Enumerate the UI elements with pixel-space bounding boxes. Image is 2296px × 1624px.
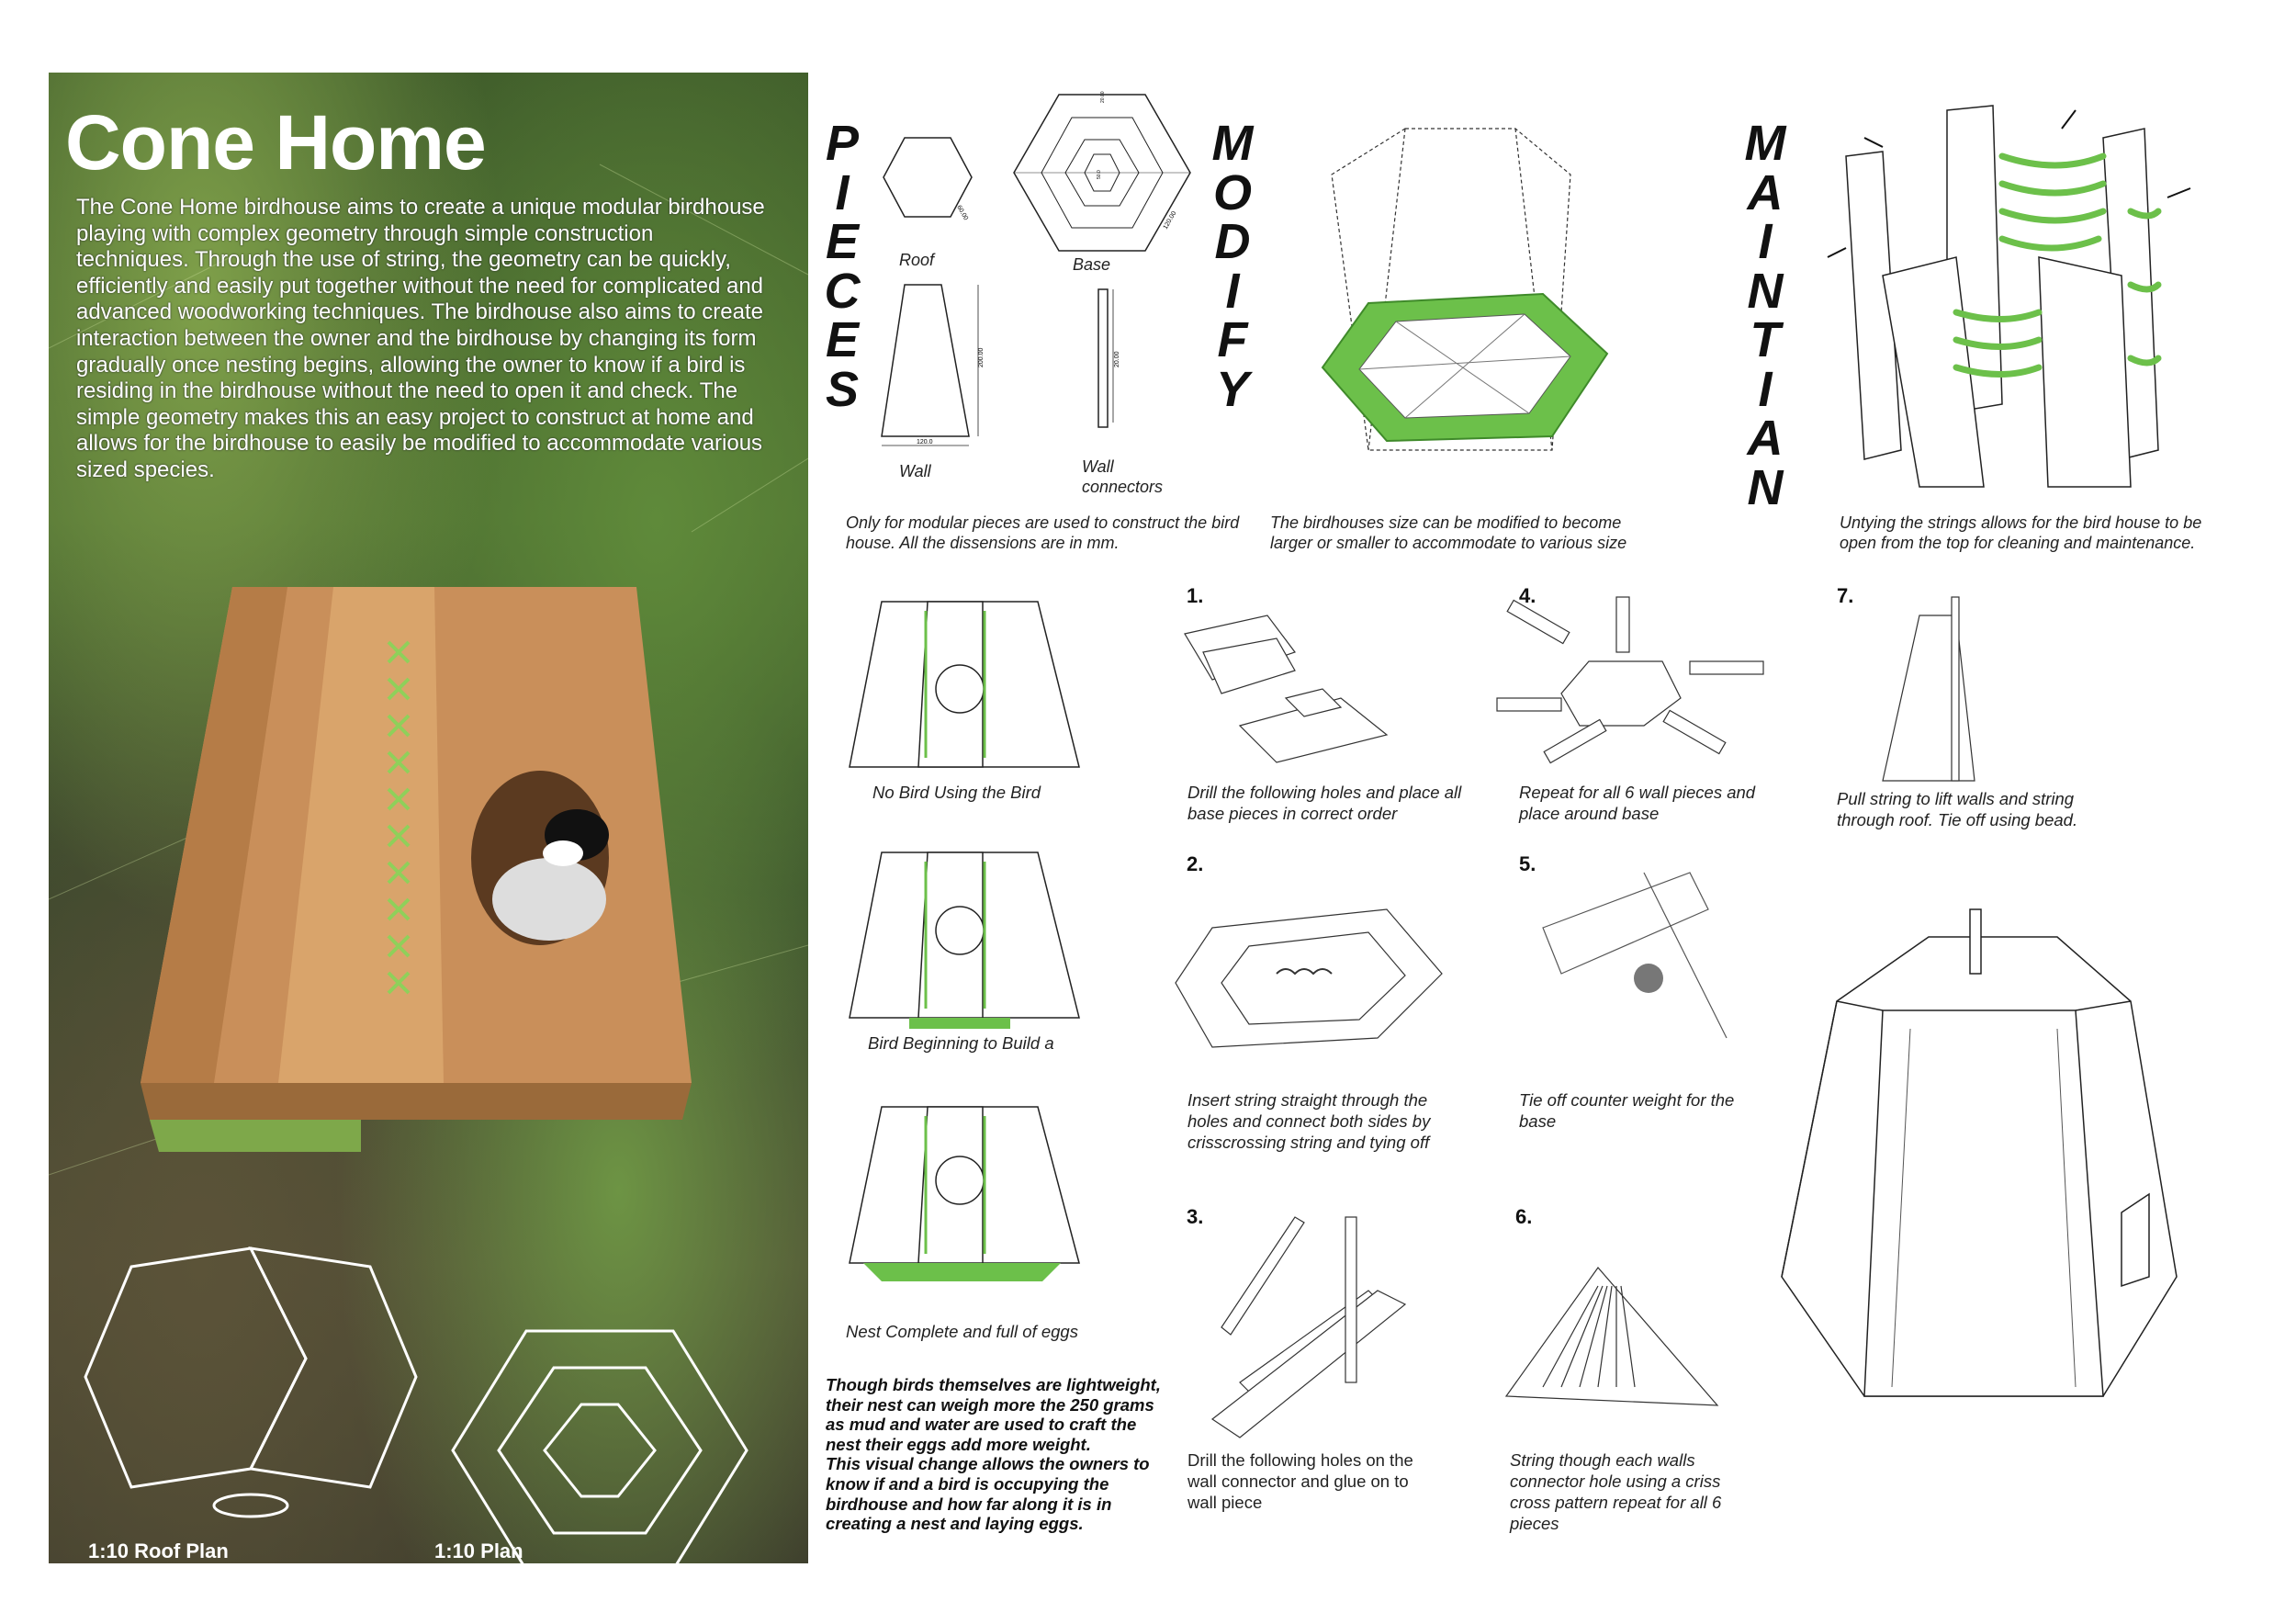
roof-dim: 60.00	[955, 205, 969, 222]
plan-label: 1:10 Plan	[434, 1539, 523, 1562]
nest-stage-3-drawing	[849, 1106, 1080, 1281]
wall-piece	[881, 284, 970, 437]
letter: N	[1747, 263, 1784, 319]
step-2-drawing	[1175, 908, 1443, 1048]
pieces-drawings: 200.00 120.0 60.00 120.00 20.00 50.0 20.…	[881, 91, 1191, 446]
step-caption: String though each walls connector hole …	[1510, 1450, 1722, 1533]
wall-label: Wall	[899, 462, 931, 480]
step-6-drawing	[1504, 1267, 1719, 1406]
step-7-drawing	[1882, 596, 1975, 782]
step-3-drawing	[1210, 1216, 1407, 1438]
step-caption: Insert string straight through the holes…	[1187, 1090, 1431, 1152]
step-number: 6.	[1515, 1205, 1533, 1228]
hero-photo-panel: Cone Home The Cone Home birdhouse aims t…	[49, 73, 808, 1563]
letter: O	[1212, 164, 1252, 220]
base-ring-dim: 20.00	[1100, 91, 1106, 103]
letter: E	[825, 214, 860, 269]
letter: I	[1225, 263, 1240, 319]
step-number: 7.	[1837, 584, 1854, 607]
letter: I	[1758, 214, 1773, 269]
counter-weight-icon	[1634, 964, 1663, 993]
letter: I	[835, 164, 850, 220]
letter: A	[1747, 411, 1784, 466]
letter: E	[825, 312, 860, 367]
letter: M	[1211, 116, 1254, 171]
nest-stage-label: Nest Complete and full of eggs	[846, 1322, 1078, 1341]
letter: F	[1217, 312, 1248, 367]
base-inner-dim: 50.0	[1097, 170, 1102, 179]
nest-stage-2-drawing	[849, 851, 1080, 1029]
step-1-drawing	[1184, 615, 1389, 763]
letter: A	[1747, 164, 1784, 220]
maintain-heading: M A I N T I A N	[1742, 116, 1788, 515]
intro-paragraph: The Cone Home birdhouse aims to create a…	[76, 195, 765, 482]
modify-drawing	[1321, 128, 1609, 451]
step-caption: Tie off counter weight for the base	[1519, 1090, 1735, 1131]
nest-stage-label: Bird Beginning to Build a	[868, 1033, 1054, 1053]
step-4-drawing	[1496, 596, 1764, 764]
weight-note: Though birds themselves are lightweight,…	[826, 1375, 1161, 1534]
nest-stage-label: No Bird Using the Bird	[872, 783, 1041, 802]
step-caption: Drill the following holes on the wall co…	[1187, 1450, 1413, 1512]
step-number: 3.	[1187, 1205, 1204, 1228]
step-5-drawing	[1542, 872, 1728, 1039]
letter: Y	[1215, 361, 1250, 417]
letter: I	[1758, 361, 1773, 417]
roof-piece	[883, 137, 973, 218]
letter: N	[1747, 459, 1784, 515]
pieces-caption: Only for modular pieces are used to cons…	[846, 513, 1240, 552]
page-title: Cone Home	[65, 99, 487, 186]
step-caption: Pull string to lift walls and string thr…	[1837, 789, 2078, 829]
wall-width-dim: 120.0	[917, 439, 933, 445]
wall-height-dim: 200.00	[978, 347, 985, 367]
step-number: 1.	[1187, 584, 1204, 607]
step-caption: Drill the following holes and place all …	[1187, 783, 1462, 823]
step-number: 4.	[1519, 584, 1536, 607]
letter: S	[825, 361, 860, 417]
roof-label: Roof	[899, 251, 935, 269]
final-assembly-drawing	[1781, 908, 2178, 1397]
letter: P	[825, 116, 860, 171]
letter: C	[824, 263, 861, 319]
pieces-heading: P I E C E S	[819, 116, 865, 417]
modify-caption: The birdhouses size can be modified to b…	[1270, 513, 1627, 552]
wall-connectors-label: Wall connectors	[1082, 457, 1164, 496]
wall-connector-piece	[1097, 288, 1109, 428]
letter: D	[1214, 214, 1251, 269]
base-label: Base	[1073, 255, 1111, 274]
connector-dim: 20.00	[1114, 351, 1120, 367]
maintain-drawing	[1827, 105, 2191, 488]
modify-heading: M O D I F Y	[1210, 116, 1255, 417]
roof-plan-label: 1:10 Roof Plan	[88, 1539, 229, 1562]
nest-stage-1-drawing	[849, 601, 1080, 768]
step-caption: Repeat for all 6 wall pieces and place a…	[1519, 783, 1756, 823]
maintain-caption: Untying the strings allows for the bird …	[1840, 513, 2202, 552]
birdhouse-render	[49, 164, 808, 1563]
step-number: 2.	[1187, 852, 1204, 875]
step-number: 5.	[1519, 852, 1536, 875]
letter: T	[1750, 312, 1781, 367]
letter: M	[1744, 116, 1786, 171]
base-outer-dim: 120.00	[1163, 210, 1178, 231]
